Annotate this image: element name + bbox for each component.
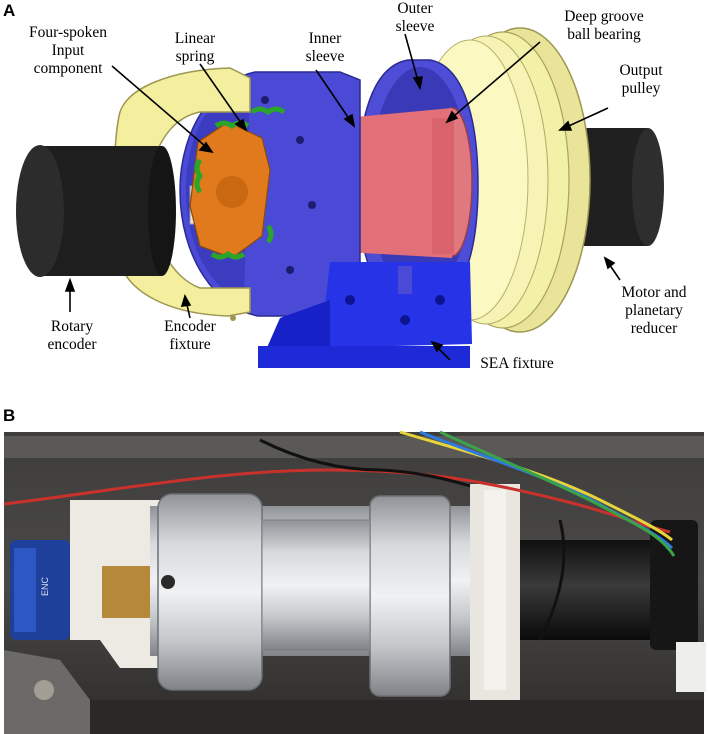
- sea-fixture: [258, 262, 472, 368]
- photo-motor: [500, 520, 706, 692]
- label-motor-reducer: Motor and planetary reducer: [606, 284, 702, 338]
- label-four-spoken-input: Four-spoken Input component: [8, 24, 128, 78]
- label-inner-sleeve-line1: Inner: [308, 30, 342, 47]
- label-encoder-fixture-line2: fixture: [169, 336, 211, 353]
- label-inner-sleeve-line2: sleeve: [305, 48, 345, 65]
- photo-white-parts: [70, 484, 520, 700]
- label-rotary-encoder-line2: encoder: [47, 336, 97, 353]
- label-motor-line2: planetary: [625, 302, 683, 319]
- label-output-pulley-line1: Output: [619, 62, 663, 79]
- label-encoder-fixture: Encoder fixture: [150, 318, 230, 354]
- label-deep-groove-line2: ball bearing: [567, 26, 641, 43]
- panel-b-letter: B: [3, 406, 16, 425]
- photo-encoder: ENC: [10, 540, 150, 640]
- panel-a-cad-rendering: [16, 27, 664, 368]
- label-output-pulley: Output pulley: [606, 62, 676, 98]
- label-motor-line1: Motor and: [621, 284, 687, 301]
- label-rotary-encoder: Rotary encoder: [34, 318, 110, 354]
- label-four-spoken-line3: component: [33, 60, 103, 77]
- annotation-arrows: [64, 33, 621, 361]
- photo-wires: [3, 430, 676, 641]
- label-linear-spring-line1: Linear: [174, 30, 216, 47]
- label-deep-groove-bearing: Deep groove ball bearing: [548, 8, 660, 44]
- rotary-encoder-cylinder: [16, 145, 176, 277]
- label-sea-fixture: SEA fixture: [480, 355, 554, 372]
- label-inner-sleeve: Inner sleeve: [290, 30, 360, 66]
- label-four-spoken-line1: Four-spoken: [28, 24, 108, 41]
- label-linear-spring-line2: spring: [175, 48, 215, 65]
- photo-aluminum-housing: [150, 493, 470, 697]
- label-output-pulley-line2: pulley: [621, 80, 661, 97]
- label-rotary-encoder-line1: Rotary: [50, 318, 94, 335]
- panel-a-letter: A: [3, 1, 16, 20]
- label-four-spoken-line2: Input: [51, 42, 85, 59]
- label-outer-sleeve: Outer sleeve: [380, 0, 450, 36]
- label-outer-sleeve-line2: sleeve: [395, 18, 435, 35]
- svg-text:ENC: ENC: [40, 576, 50, 596]
- four-spoke-input: [189, 121, 271, 259]
- label-deep-groove-line1: Deep groove: [564, 8, 644, 25]
- label-outer-sleeve-line1: Outer: [397, 0, 433, 17]
- label-linear-spring: Linear spring: [160, 30, 230, 66]
- label-encoder-fixture-line1: Encoder: [164, 318, 216, 335]
- label-motor-line3: reducer: [630, 320, 678, 337]
